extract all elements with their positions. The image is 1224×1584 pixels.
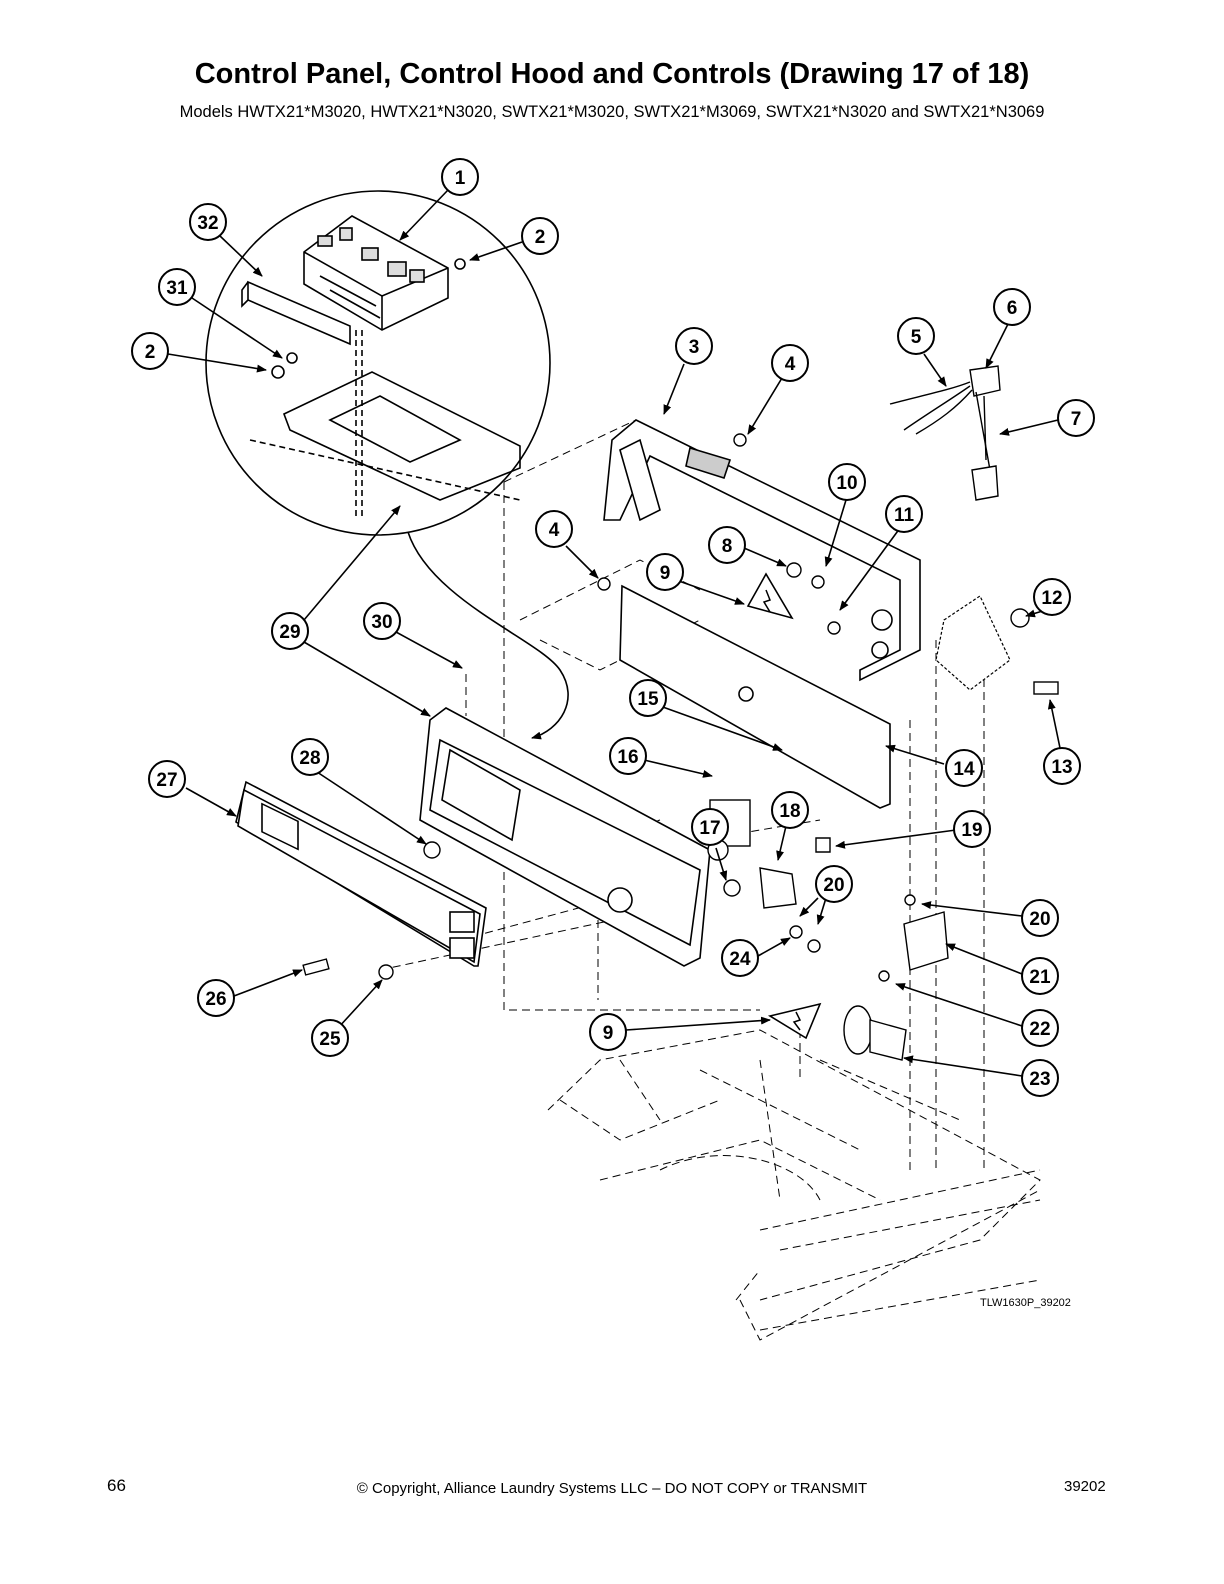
copyright-notice: © Copyright, Alliance Laundry Systems LL… [356, 1480, 868, 1497]
svg-text:26: 26 [205, 989, 226, 1010]
svg-text:1: 1 [455, 168, 466, 189]
svg-text:6: 6 [1007, 298, 1018, 319]
callout-22: 22 [1021, 1009, 1059, 1047]
svg-text:8: 8 [722, 536, 733, 557]
control-panel-frame [419, 707, 711, 967]
svg-text:27: 27 [156, 770, 177, 791]
svg-text:4: 4 [549, 520, 560, 541]
leader-lines [167, 189, 1061, 1077]
document-number: 39202 [1064, 1478, 1106, 1495]
callout-30: 30 [363, 602, 401, 640]
callout-3: 3 [675, 327, 713, 365]
callout-5: 5 [897, 317, 935, 355]
wire-harness [889, 381, 987, 461]
svg-text:17: 17 [699, 818, 720, 839]
callout-16: 16 [609, 737, 647, 775]
detail-magnifier [205, 190, 551, 536]
control-hood [603, 419, 921, 682]
callout-20b: 20 [1021, 899, 1059, 937]
callout-23: 23 [1021, 1059, 1059, 1097]
tray-detail [282, 371, 521, 501]
svg-text:4: 4 [785, 354, 796, 375]
page-subtitle: Models HWTX21*M3020, HWTX21*N3020, SWTX2… [179, 103, 1045, 121]
svg-text:2: 2 [145, 342, 156, 363]
callout-8: 8 [708, 526, 746, 564]
svg-text:18: 18 [779, 801, 800, 822]
callout-9b: 9 [589, 1013, 627, 1051]
callout-13: 13 [1043, 747, 1081, 785]
svg-text:23: 23 [1029, 1069, 1050, 1090]
svg-text:29: 29 [279, 622, 300, 643]
drawing-reference: TLW1630P_39202 [980, 1297, 1071, 1309]
svg-text:14: 14 [953, 759, 975, 780]
svg-text:3: 3 [689, 337, 700, 358]
svg-text:22: 22 [1029, 1019, 1050, 1040]
callout-25: 25 [311, 1019, 349, 1057]
callout-4b: 4 [535, 510, 573, 548]
svg-text:5: 5 [911, 327, 922, 348]
page-number: 66 [107, 1476, 126, 1495]
svg-text:21: 21 [1029, 967, 1051, 988]
callout-6: 6 [993, 288, 1031, 326]
svg-text:13: 13 [1051, 757, 1072, 778]
svg-text:15: 15 [637, 689, 659, 710]
svg-text:9: 9 [660, 563, 671, 584]
bracket-detail [241, 280, 351, 346]
callout-1: 1 [441, 158, 479, 196]
callout-24: 24 [721, 939, 759, 977]
callout-32: 32 [189, 203, 227, 241]
svg-text:7: 7 [1071, 409, 1082, 430]
callout-20a: 20 [815, 865, 853, 903]
svg-text:20: 20 [1029, 909, 1050, 930]
svg-text:31: 31 [166, 278, 188, 299]
callout-12: 12 [1033, 578, 1071, 616]
callout-21: 21 [1021, 957, 1059, 995]
svg-text:28: 28 [299, 748, 320, 769]
panel-plate [619, 584, 891, 809]
svg-text:20: 20 [823, 875, 844, 896]
callout-26: 26 [197, 979, 235, 1017]
callout-28: 28 [291, 738, 329, 776]
callout-19: 19 [953, 810, 991, 848]
svg-text:25: 25 [319, 1029, 341, 1050]
bracket-plate [935, 595, 1011, 691]
svg-text:2: 2 [535, 227, 546, 248]
callout-4a: 4 [771, 344, 809, 382]
svg-text:32: 32 [197, 213, 218, 234]
callout-18: 18 [771, 791, 809, 829]
callout-15: 15 [629, 679, 667, 717]
svg-text:30: 30 [371, 612, 392, 633]
svg-text:24: 24 [729, 949, 751, 970]
control-board-detail [303, 215, 449, 331]
control-overlay [235, 780, 487, 967]
svg-text:12: 12 [1041, 588, 1062, 609]
callout-2b: 2 [131, 332, 169, 370]
callout-9a: 9 [646, 553, 684, 591]
svg-text:16: 16 [617, 747, 638, 768]
callout-11: 11 [885, 495, 923, 533]
callout-7: 7 [1057, 399, 1095, 437]
callout-29: 29 [271, 612, 309, 650]
callout-2a: 2 [521, 217, 559, 255]
callout-27: 27 [148, 760, 186, 798]
svg-text:9: 9 [603, 1023, 614, 1044]
callout-14: 14 [945, 749, 983, 787]
svg-text:19: 19 [961, 820, 982, 841]
page-title: Control Panel, Control Hood and Controls… [194, 58, 1030, 90]
callout-31: 31 [158, 268, 196, 306]
svg-text:11: 11 [894, 505, 915, 526]
callout-10: 10 [828, 463, 866, 501]
svg-text:10: 10 [836, 473, 857, 494]
callout-17: 17 [691, 808, 729, 846]
